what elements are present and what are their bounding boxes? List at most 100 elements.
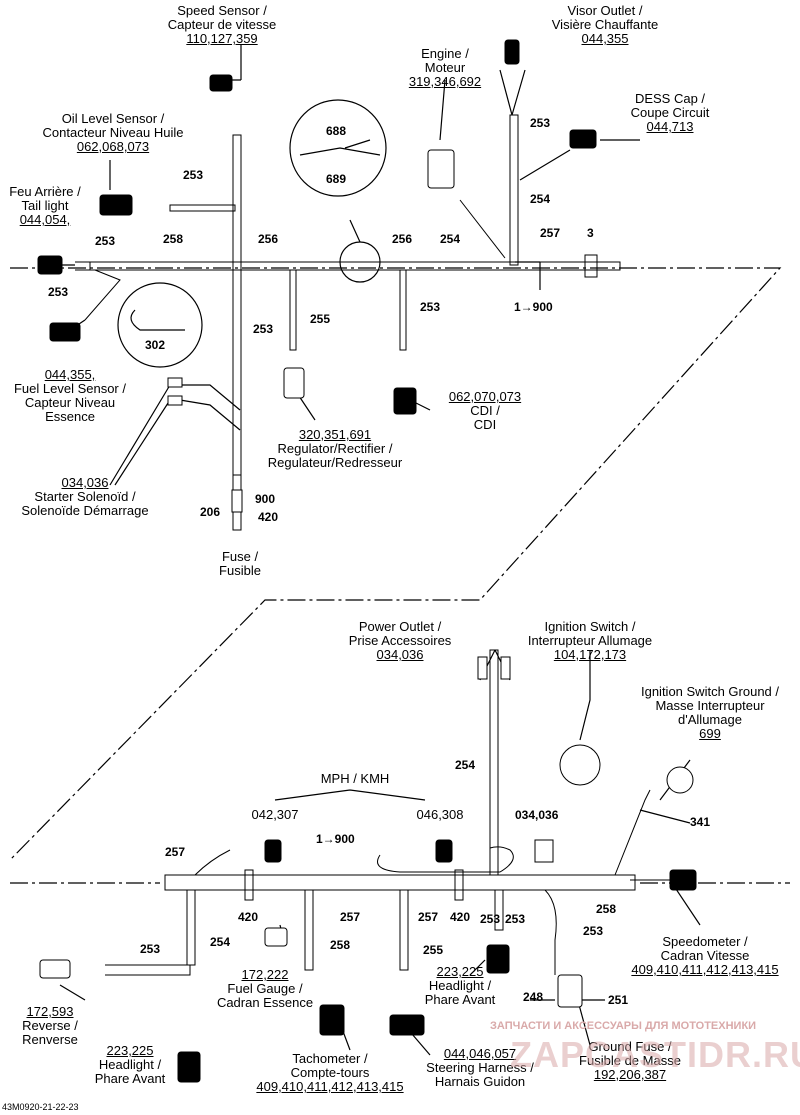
ignition-ground-label: Ignition Switch Ground / Masse Interrupt… [640, 684, 780, 741]
wire-label: 254 [530, 192, 551, 206]
speed-sensor-label: Speed Sensor / Capteur de vitesse 110,12… [167, 3, 277, 46]
ground-fuse-label: Ground Fuse / Fusible de Masse 192,206,3… [579, 1039, 681, 1082]
accessory-connector [534, 839, 554, 863]
wire-label: 253 [420, 300, 441, 314]
wire-label: 253 [530, 116, 551, 130]
headlight-left-connector [177, 1051, 201, 1083]
wire-label: 256 [392, 232, 413, 246]
wire-label: 258 [330, 938, 351, 952]
wire-label: 341 [690, 815, 711, 829]
wire-label: 253 [583, 924, 604, 938]
wire-label: 206 [200, 505, 221, 519]
wire-label: 256 [258, 232, 279, 246]
wire-label: 257 [540, 226, 561, 240]
watermark-line2: ZAPCASTIDR.RU [510, 1034, 800, 1075]
fuse-block [231, 489, 243, 513]
fuel-gauge-label: 172,222 Fuel Gauge / Cadran Essence [216, 967, 314, 1010]
visor-outlet-connector [504, 39, 520, 65]
detail-688: 688 [326, 124, 347, 138]
wire-label: 253 [140, 942, 161, 956]
oil-level-connector [99, 194, 133, 216]
dess-cap-connector [569, 129, 597, 149]
cdi-connector [393, 387, 417, 415]
fuel-gauge-connector [264, 927, 288, 947]
ignition-ground-ring [666, 766, 694, 794]
wire-label: 900 [255, 492, 276, 506]
power-outlet-label: Power Outlet / Prise Accessoires 034,036 [348, 619, 452, 662]
watermark-line1: ЗАПЧАСТИ И АКСЕССУАРЫ ДЛЯ МОТОТЕХНИКИ [490, 1020, 757, 1032]
fuel-level-label: 044,355, Fuel Level Sensor / Capteur Niv… [13, 367, 126, 424]
oil-level-label: Oil Level Sensor / Contacteur Niveau Hui… [42, 111, 184, 154]
fuse-label: Fuse / Fusible [219, 549, 261, 578]
ignition-switch-body [559, 744, 601, 786]
wire-label: 253 [480, 912, 501, 926]
wire-label: 254 [210, 935, 231, 949]
diagram-code: 43M0920-21-22-23 [2, 1102, 79, 1112]
wire-label: 257 [340, 910, 361, 924]
headlight-right-connector [486, 944, 510, 974]
headlight-right-label: 223,225 Headlight / Phare Avant [424, 964, 496, 1007]
ignition-switch-label: Ignition Switch / Interrupteur Allumage … [527, 619, 653, 662]
cdi-label: 062,070,073 CDI / CDI [448, 389, 522, 432]
wire-label: 253 [48, 285, 69, 299]
tail-light-label: Feu Arrière / Tail light 044,054, [9, 184, 81, 227]
wire-label: 1→900 [316, 832, 355, 846]
wire-label: 1→900 [514, 300, 553, 314]
wire-label: 253 [95, 234, 116, 248]
wire-label: 257 [418, 910, 439, 924]
power-outlet-connector-1 [477, 656, 488, 680]
tachometer-connector [319, 1004, 345, 1036]
dess-cap-label: DESS Cap / Coupe Circuit 044,713 [630, 91, 710, 134]
reverse-label: 172,593 Reverse / Renverse [22, 1004, 78, 1047]
bottom-harness [105, 649, 680, 976]
mph-kmh-label: MPH / KMH [320, 771, 390, 786]
headlight-left-label: 223,225 Headlight / Phare Avant [94, 1043, 166, 1086]
starter-terminal-2 [167, 395, 183, 406]
wire-label: 248 [523, 990, 544, 1004]
visor-outlet-label: Visor Outlet / Visière Chauffante 044,35… [551, 3, 659, 46]
tail-light-connector [37, 255, 63, 275]
wire-label: 420 [450, 910, 471, 924]
mph-connector [264, 839, 282, 863]
detail-689: 689 [326, 172, 347, 186]
separator-line [9, 267, 782, 861]
wire-label: 034,036 [515, 808, 559, 822]
reverse-connector [39, 959, 71, 979]
wire-label: 420 [258, 510, 279, 524]
detail-302: 302 [145, 338, 166, 352]
starter-terminal-1 [167, 377, 183, 388]
fuel-level-connector [49, 322, 81, 342]
engine-label: Engine / Moteur 319,346,692 [408, 46, 482, 89]
wire-label: 257 [165, 845, 186, 859]
wire-label: 258 [163, 232, 184, 246]
detail-302-circle [117, 282, 203, 368]
wire-label: 251 [608, 993, 629, 1007]
regulator-label: 320,351,691 Regulator/Rectifier / Regula… [267, 427, 403, 470]
speedometer-label: Speedometer / Cadran Vitesse 409,410,411… [631, 934, 779, 977]
speed-sensor-connector [209, 74, 233, 92]
detail-688-689-circle [289, 99, 387, 197]
starter-label: 034,036 Starter Solenoïd / Solenoïde Dém… [21, 475, 149, 518]
steering-harness-label: 044,046,057 Steering Harness / Harnais G… [426, 1046, 534, 1089]
kmh-ref: 046,308 [416, 807, 464, 822]
tachometer-label: Tachometer / Compte-tours 409,410,411,41… [256, 1051, 404, 1094]
wire-label: 255 [310, 312, 331, 326]
regulator-connector [283, 367, 305, 399]
wire-label: 253 [183, 168, 204, 182]
kmh-connector [435, 839, 453, 863]
ground-fuse-block [557, 974, 583, 1008]
engine-connector [427, 149, 455, 189]
wire-label: 3 [587, 226, 594, 240]
wire-label: 253 [253, 322, 274, 336]
speedometer-connector [669, 869, 697, 891]
wire-label: 420 [238, 910, 259, 924]
wire-label: 258 [596, 902, 617, 916]
wire-label: 254 [440, 232, 461, 246]
power-outlet-connector-2 [500, 656, 511, 680]
top-harness [75, 114, 621, 531]
steering-harness-connector [389, 1014, 425, 1036]
wire-label: 255 [423, 943, 444, 957]
mph-ref: 042,307 [251, 807, 299, 822]
wire-label: 253 [505, 912, 526, 926]
